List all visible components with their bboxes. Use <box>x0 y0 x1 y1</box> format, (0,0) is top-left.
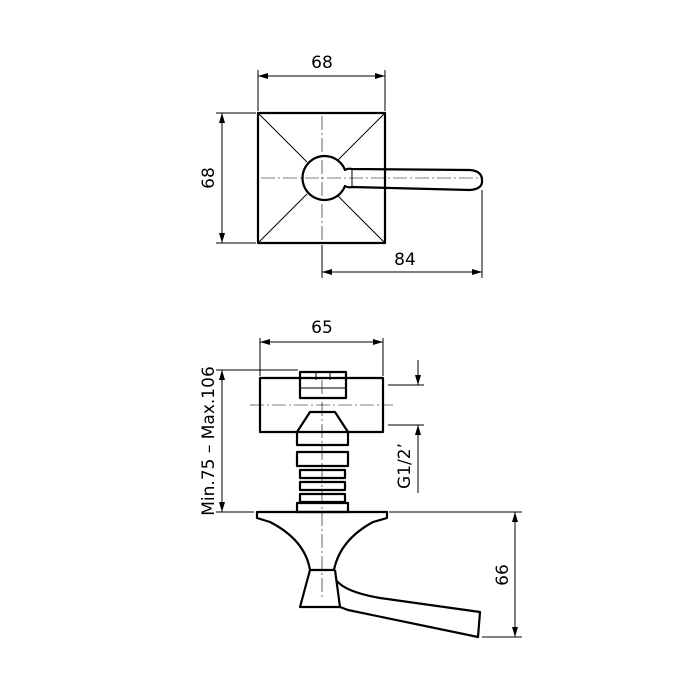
stem-thread <box>298 468 347 504</box>
stem-base <box>295 501 350 514</box>
cone-connector <box>295 410 350 447</box>
valve-cap <box>298 370 348 400</box>
dimension-thread: G1/2’ <box>395 443 415 489</box>
dimension-handle-reach: 84 <box>394 250 416 270</box>
dimension-depth-range: Min.75 – Max.106 <box>199 366 219 516</box>
dimension-width-top: 68 <box>311 53 333 73</box>
side-view: 65 Min.75 – Max.106 G1/2’ 66 <box>199 318 522 639</box>
handle-lever <box>335 579 482 639</box>
stem-ring <box>295 450 350 468</box>
plate-bevel-lines <box>257 112 386 244</box>
top-view: 68 68 84 <box>199 53 484 278</box>
handle-neck <box>298 569 342 609</box>
escutcheon-and-handle <box>255 510 389 572</box>
dimension-width-side: 65 <box>311 318 333 338</box>
dimension-projection: 66 <box>493 564 513 586</box>
handle-top <box>301 154 484 202</box>
dimension-height-top: 68 <box>199 167 219 189</box>
